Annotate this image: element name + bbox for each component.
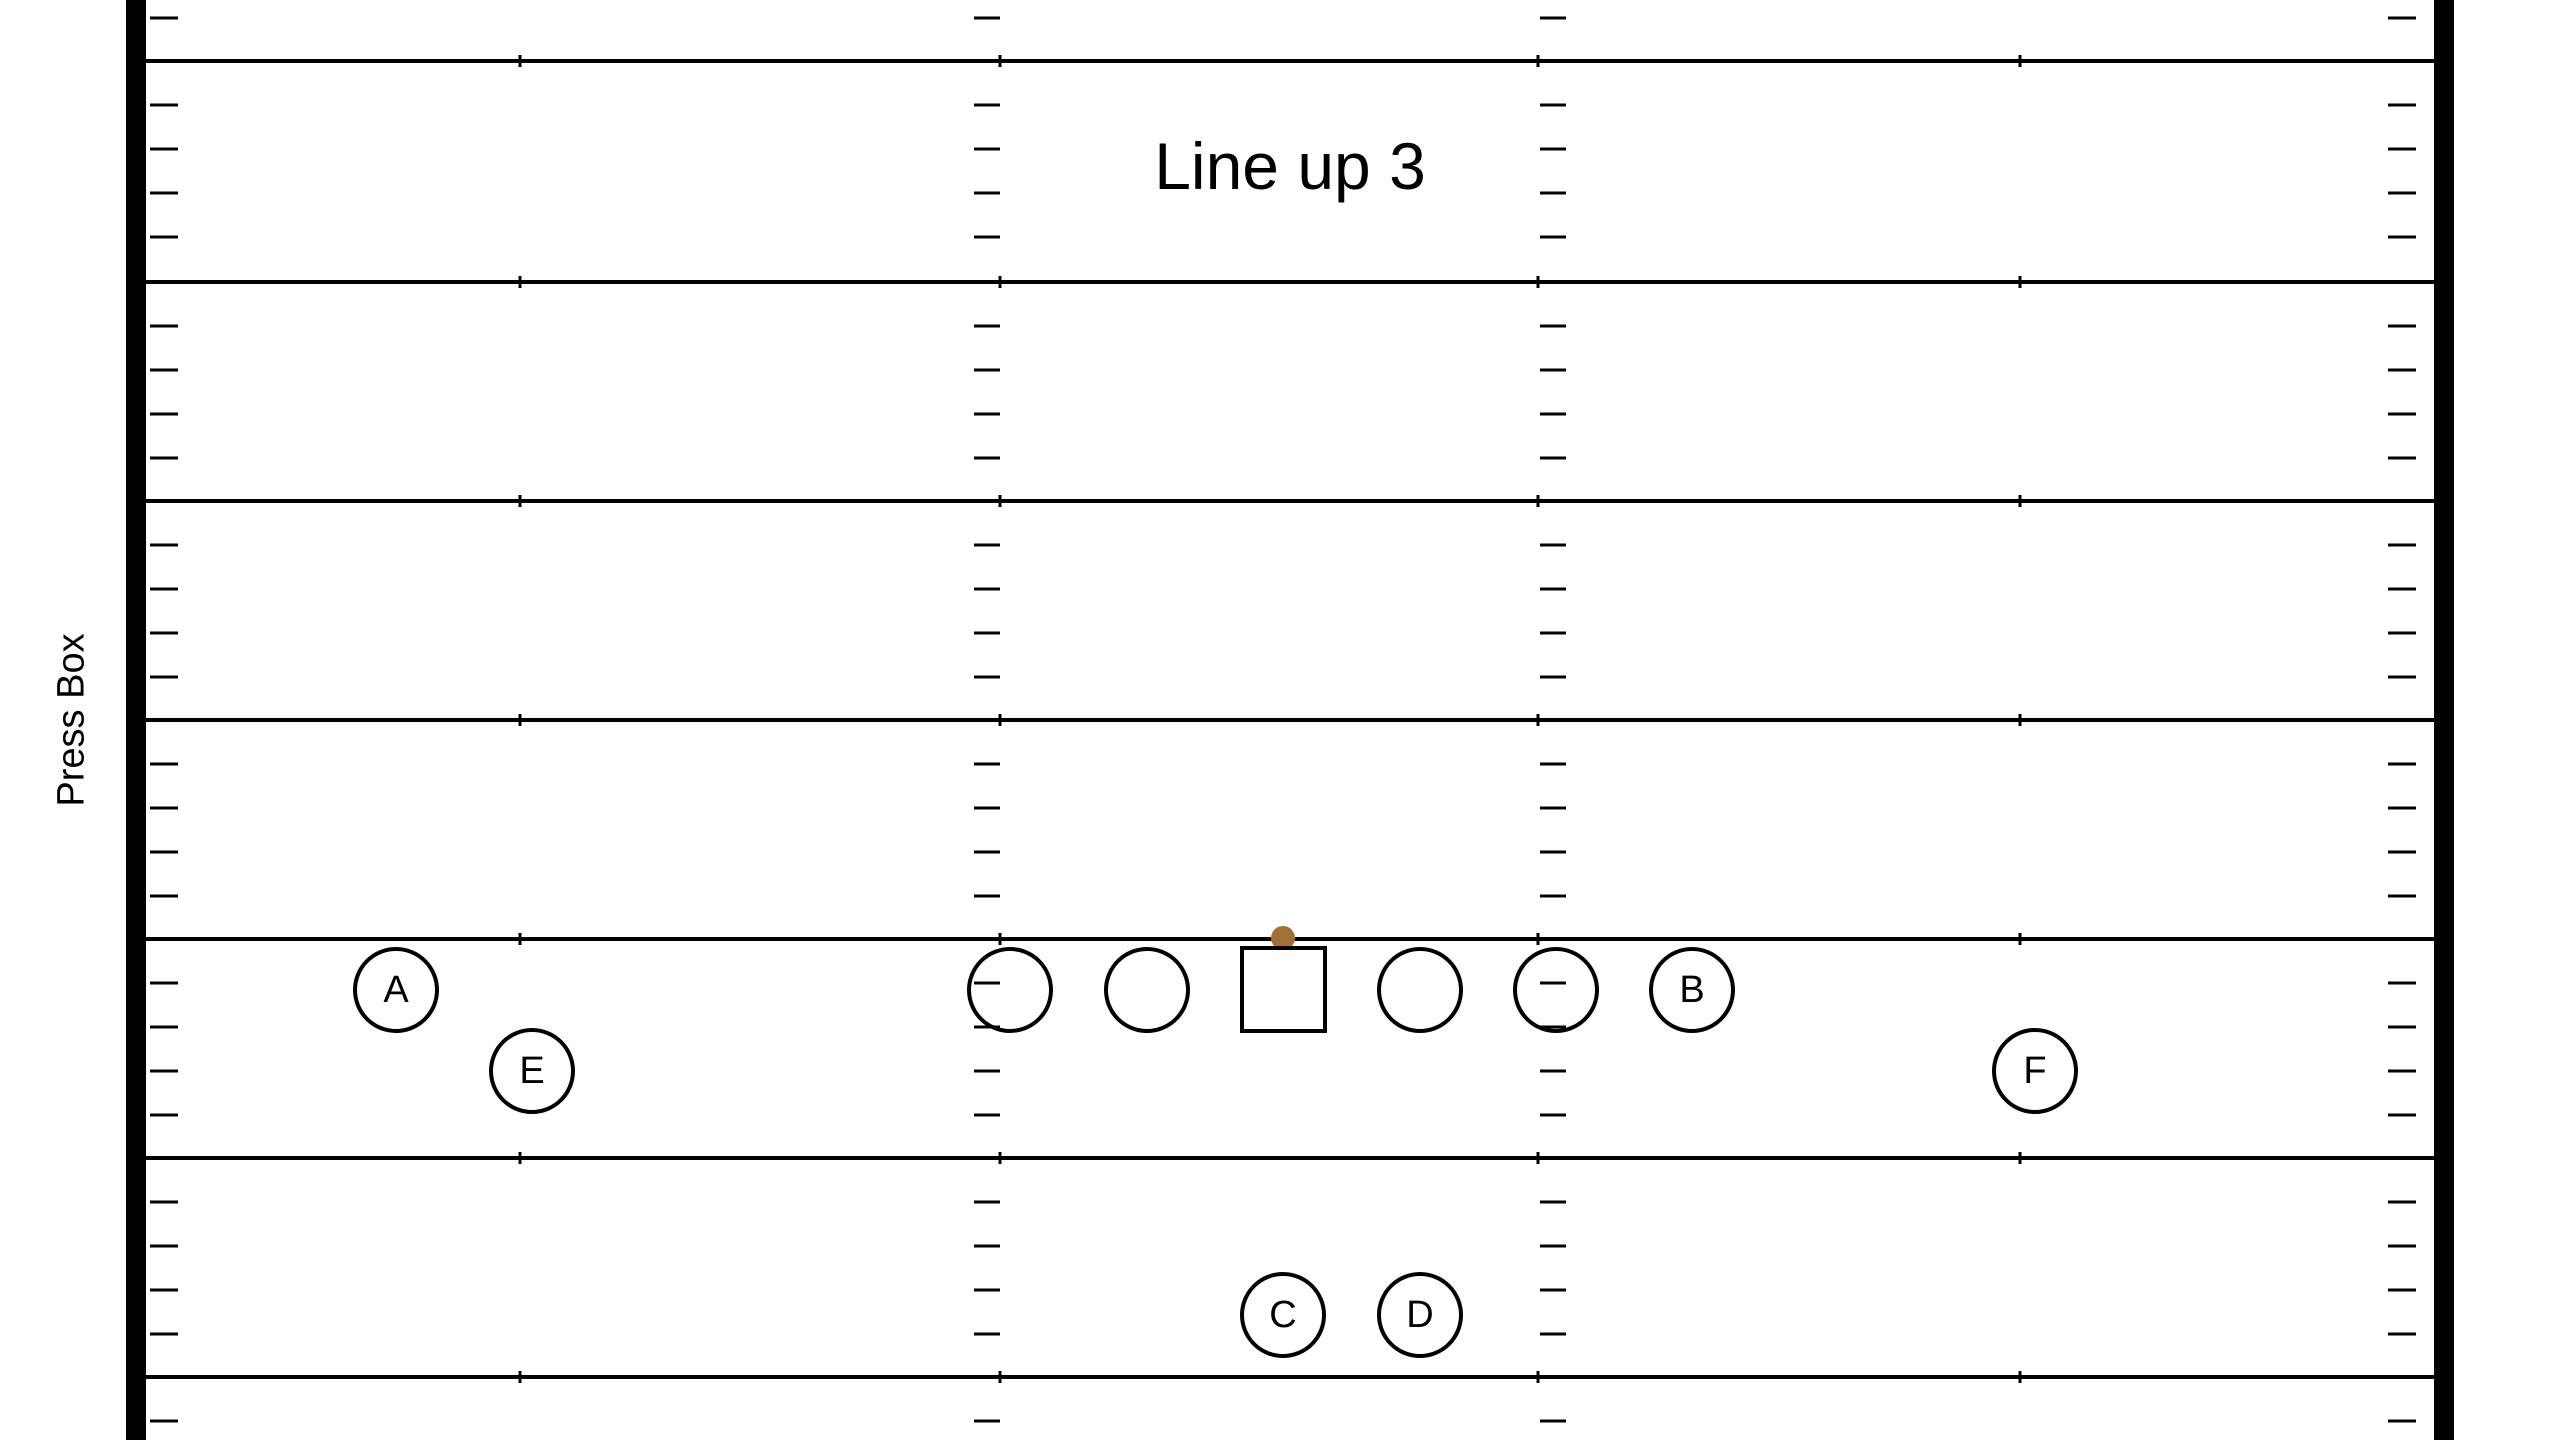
player-B: B xyxy=(1649,947,1735,1033)
svg-text:C: C xyxy=(1269,1294,1296,1336)
svg-text:F: F xyxy=(2023,1050,2046,1092)
svg-text:E: E xyxy=(519,1050,544,1092)
player-D: D xyxy=(1377,1272,1463,1358)
football xyxy=(1271,926,1295,950)
player-E: E xyxy=(489,1028,575,1114)
right-sideline xyxy=(2434,0,2454,1440)
player-C: C xyxy=(1240,1272,1326,1358)
player-right-guard xyxy=(1377,947,1463,1033)
player-left-guard xyxy=(1104,947,1190,1033)
press-box-label: Press Box xyxy=(50,633,93,807)
svg-text:D: D xyxy=(1406,1294,1433,1336)
left-sideline xyxy=(126,0,146,1440)
player-center xyxy=(1240,946,1327,1033)
diagram-title: Line up 3 xyxy=(1154,129,1426,203)
yard-lines xyxy=(146,55,2434,1383)
svg-text:B: B xyxy=(1679,969,1704,1011)
player-F: F xyxy=(1992,1028,2078,1114)
hash-marks xyxy=(150,16,2416,1423)
player-left-tackle xyxy=(967,947,1053,1033)
player-right-tackle xyxy=(1513,947,1599,1033)
player-A: A xyxy=(353,947,439,1033)
svg-text:A: A xyxy=(383,969,409,1011)
